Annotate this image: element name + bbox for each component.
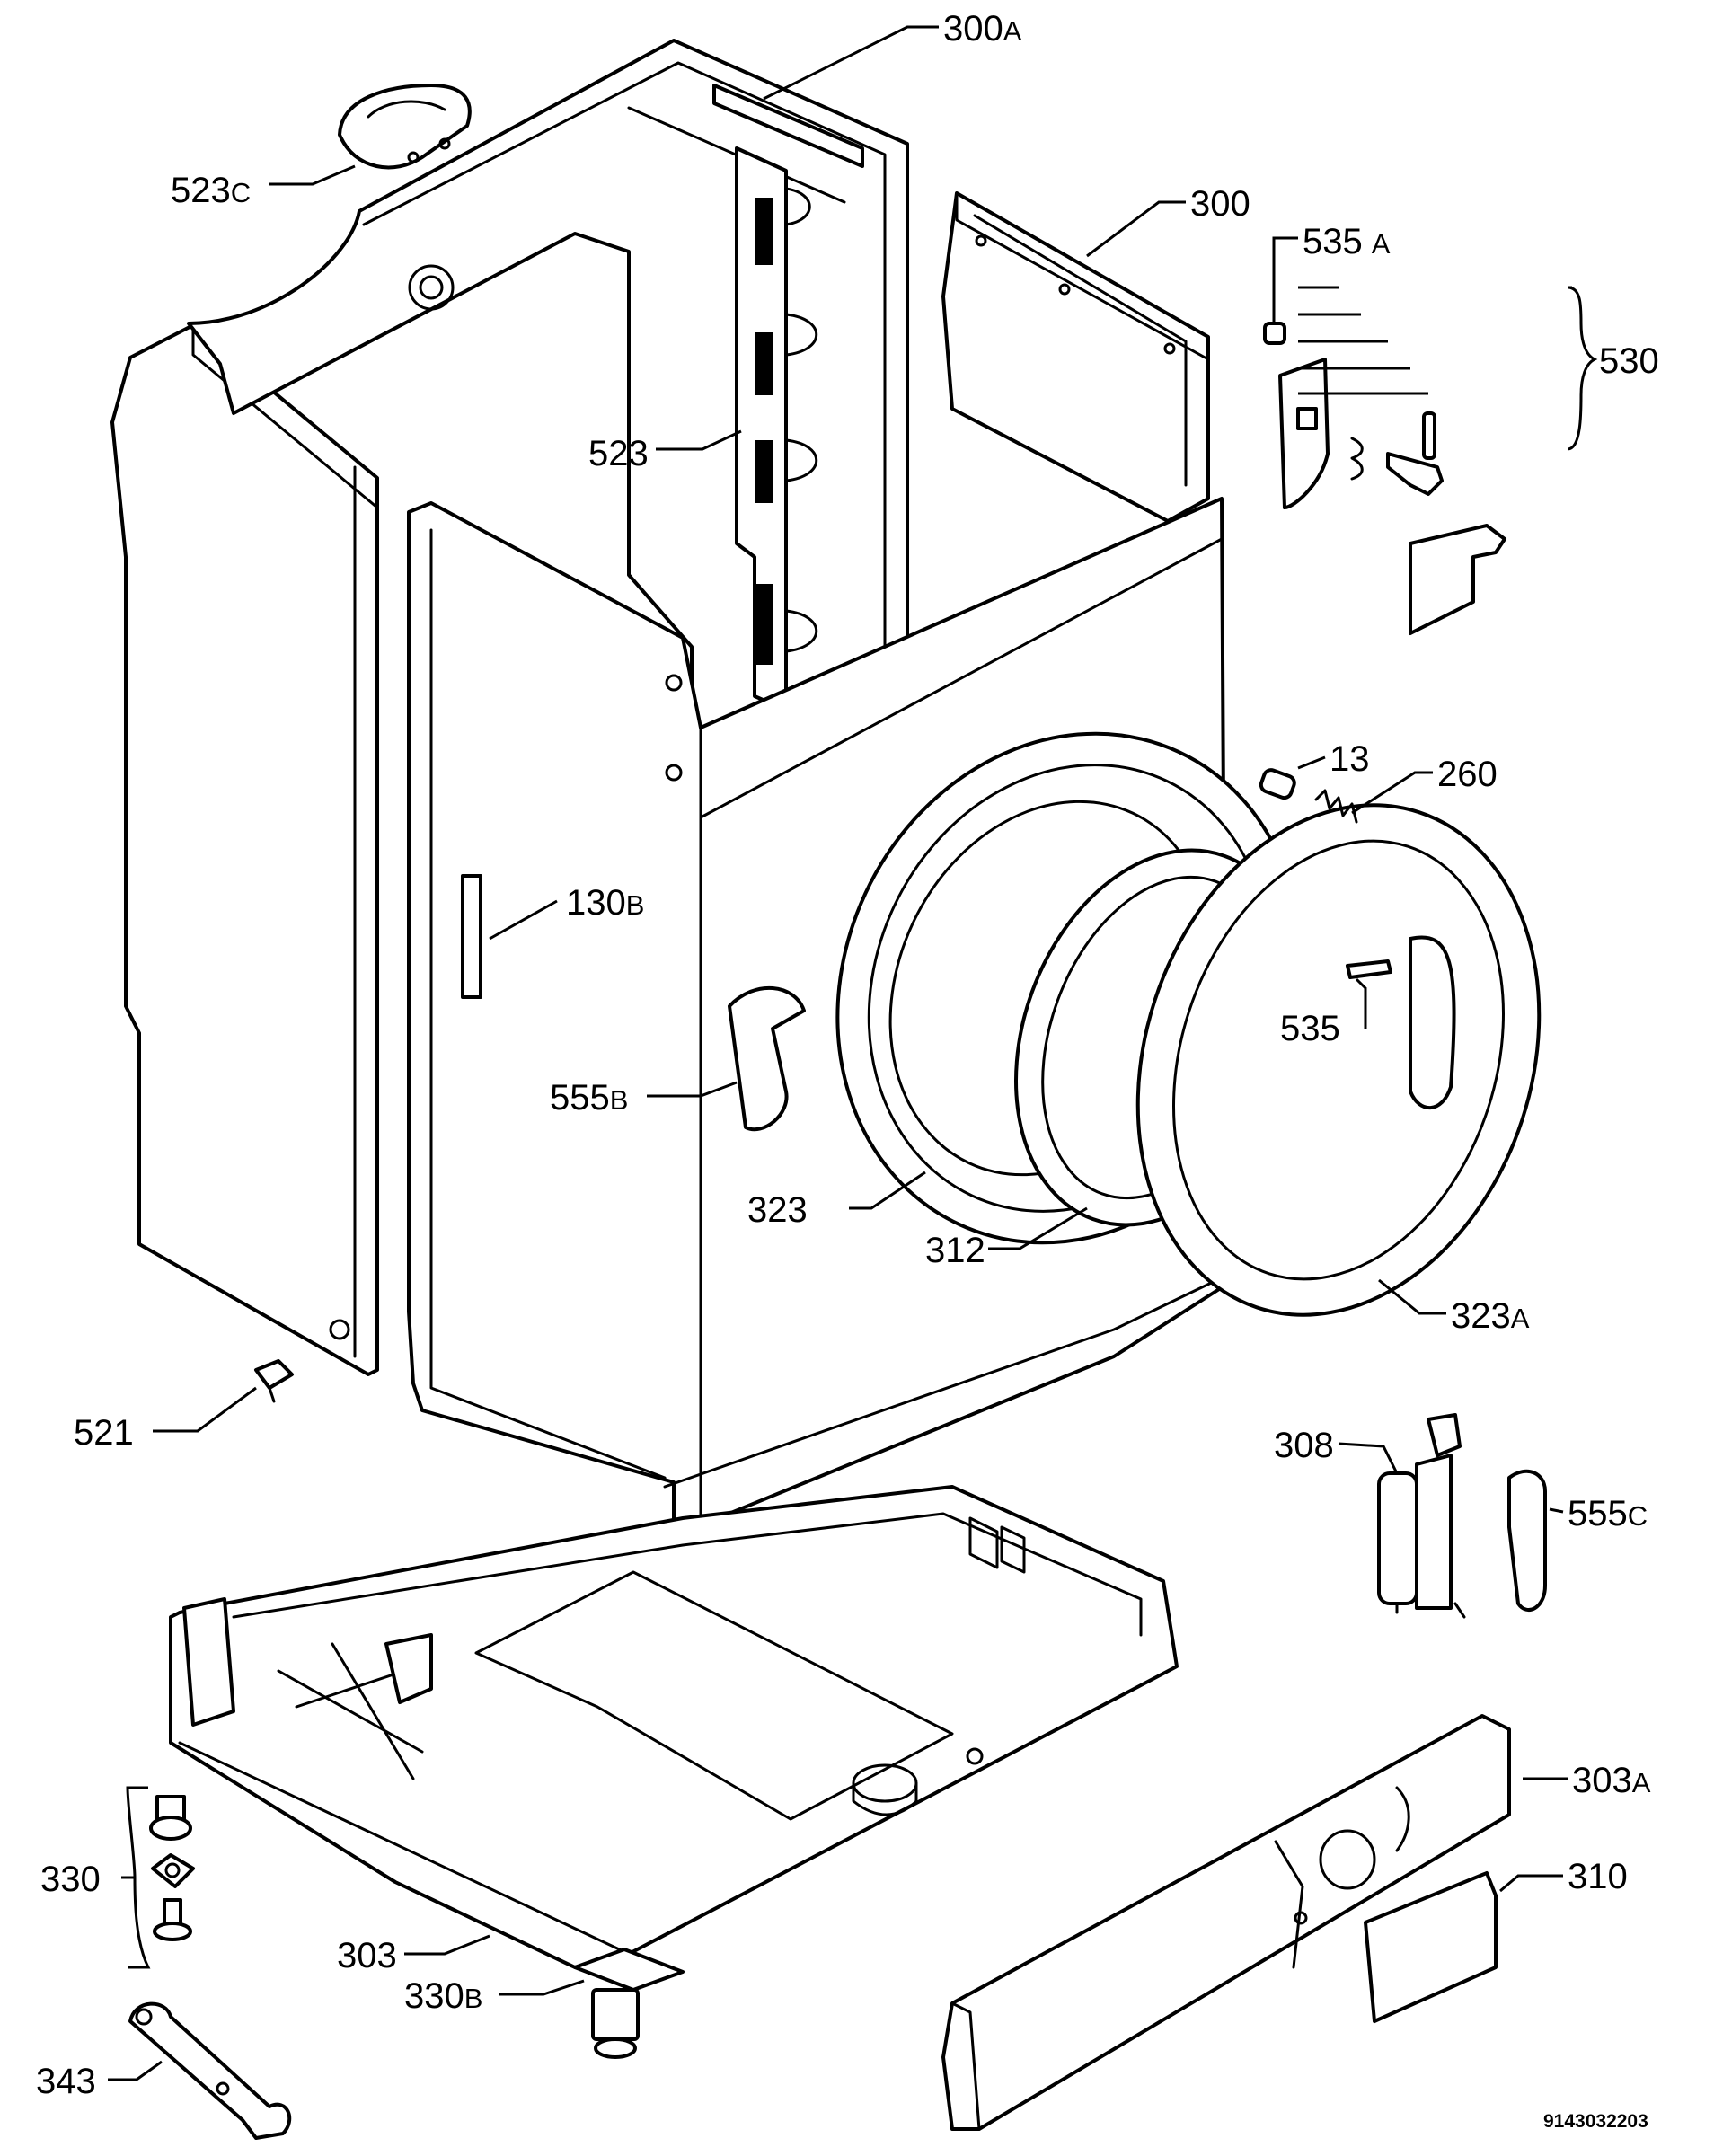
spring-260 (1314, 789, 1358, 824)
label-130b: 130B (566, 883, 644, 923)
label-323: 323 (747, 1190, 808, 1230)
foot-330b (573, 1948, 685, 2059)
label-300: 300 (1190, 184, 1250, 224)
hinge-cover-555b (728, 985, 806, 1132)
label-343: 343 (36, 2062, 96, 2101)
control-panel (941, 1714, 1511, 2131)
label-310: 310 (1568, 1857, 1628, 1896)
wrench-343 (128, 2001, 292, 2140)
label-300a: 300A (943, 9, 1022, 49)
label-523c: 523C (171, 171, 251, 210)
label-555c: 555C (1568, 1494, 1648, 1533)
label-303a: 303A (1572, 1761, 1651, 1800)
label-323a: 323A (1451, 1296, 1530, 1336)
drawing-code: 9143032203 (1543, 2111, 1648, 2132)
door-lock-assembly (1263, 322, 1506, 635)
leader-lines (108, 25, 1598, 2081)
rear-rail (735, 146, 818, 711)
door-frame (1135, 803, 1542, 1317)
label-330b: 330B (404, 1976, 482, 2016)
rear-frame (187, 39, 909, 855)
label-535: 535 (1280, 1009, 1340, 1048)
screw-521 (254, 1359, 294, 1403)
left-side-panel (110, 323, 379, 1376)
label-521: 521 (74, 1413, 134, 1453)
door-latch-pin-13 (1259, 768, 1296, 800)
label-523: 523 (588, 434, 649, 473)
label-13: 13 (1330, 739, 1370, 779)
label-303: 303 (337, 1936, 397, 1975)
fasteners-330 (149, 1795, 195, 1941)
door-hinge-308 (1377, 1413, 1466, 1619)
clip-523c (338, 84, 472, 170)
label-330: 330 (40, 1860, 101, 1899)
front-frame (941, 191, 1210, 523)
label-260: 260 (1437, 755, 1498, 794)
label-555b: 555B (550, 1078, 628, 1118)
label-530: 530 (1599, 341, 1659, 381)
base-frame (169, 1485, 1179, 1969)
label-312: 312 (925, 1231, 985, 1270)
drawer-handle-310 (1364, 1871, 1498, 2023)
label-308: 308 (1274, 1426, 1334, 1465)
hinge-cover-555c (1507, 1469, 1547, 1613)
